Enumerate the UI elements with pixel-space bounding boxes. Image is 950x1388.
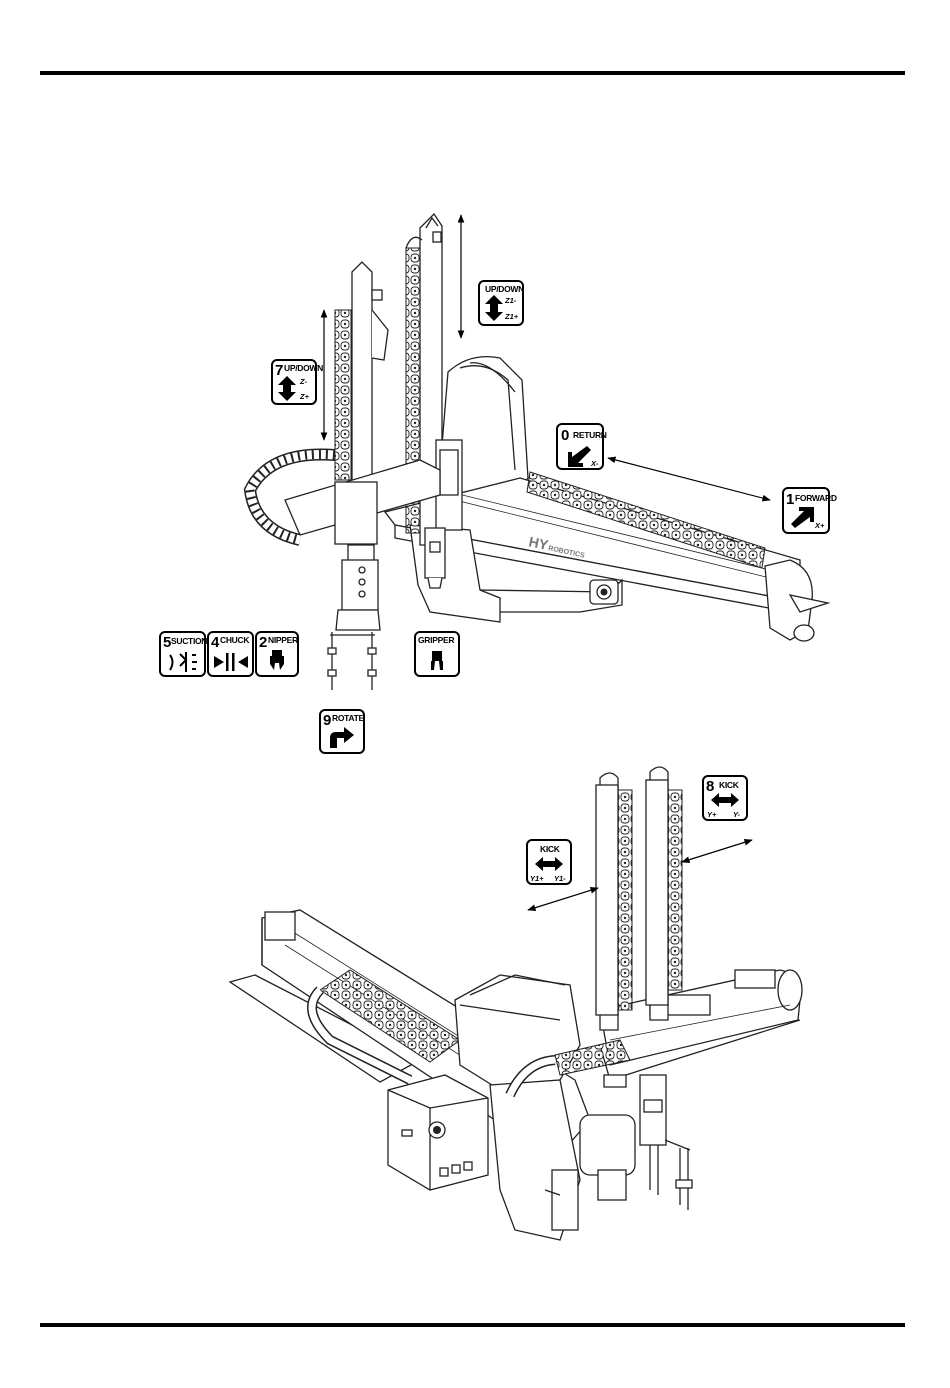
key-return-number: 0 [561, 427, 569, 444]
key-updown-z-number: 7 [275, 362, 283, 379]
y1-motion-arrow [528, 888, 598, 910]
key-updown-z1-axis-top: Z1- [504, 296, 517, 305]
key-suction: 5 SUCTION [160, 632, 207, 676]
key-nipper-number: 2 [259, 634, 267, 651]
x-motion-arrow [608, 458, 770, 500]
key-gripper: GRIPPER [415, 632, 459, 676]
key-chuck-number: 4 [211, 634, 220, 651]
upper-z-drag-chain [335, 310, 351, 480]
key-chuck-label: CHUCK [220, 635, 250, 645]
key-nipper-label: NIPPER [268, 635, 298, 645]
key-chuck: 4 CHUCK [208, 632, 253, 676]
key-updown-z: 7 UP/DOWN Z- Z+ [272, 360, 323, 404]
key-kick-y1-axis-left: Y1+ [530, 874, 544, 883]
key-updown-z-label: UP/DOWN [284, 363, 323, 373]
upper-z-carriage [335, 482, 377, 544]
key-updown-z1-axis-bottom: Z1+ [504, 312, 519, 321]
y-motion-arrow [682, 840, 752, 862]
key-kick-y1: KICK Y1+ Y1- [527, 840, 571, 884]
key-forward-label: FORWARD [795, 493, 837, 503]
key-kick-y1-label: KICK [540, 844, 561, 854]
key-rotate: 9 ROTATE [320, 710, 365, 753]
key-return-label: RETURN [573, 430, 607, 440]
key-forward-number: 1 [786, 491, 794, 508]
key-forward-axis: X+ [814, 521, 825, 530]
key-kick-y-axis-left: Y+ [707, 810, 717, 819]
key-rotate-label: ROTATE [332, 713, 365, 723]
key-suction-label: SUCTION [171, 636, 207, 646]
key-updown-z-axis-top: Z- [299, 377, 308, 386]
key-updown-z-axis-bottom: Z+ [299, 392, 310, 401]
lower-right-column-chain [668, 790, 682, 990]
key-kick-y-label: KICK [719, 780, 740, 790]
key-kick-y1-axis-right: Y1- [554, 874, 566, 883]
key-kick-y: 8 KICK Y+ Y- [703, 776, 747, 820]
lower-robot-drawing [230, 767, 802, 1240]
key-forward-x: 1 FORWARD X+ [783, 488, 837, 533]
upper-robot-drawing: HY ROBOTICS [250, 214, 828, 690]
key-kick-y-axis-right: Y- [733, 810, 740, 819]
key-updown-z1: UP/DOWN Z1- Z1+ [479, 281, 524, 325]
key-return-x: 0 RETURN X- [557, 424, 607, 469]
upper-end-fixture [336, 610, 380, 630]
key-rotate-number: 9 [323, 712, 331, 729]
key-return-axis: X- [590, 459, 599, 468]
key-kick-y-number: 8 [706, 778, 714, 795]
lower-left-column-chain [618, 790, 632, 1010]
upper-gripper-tool [425, 528, 445, 578]
key-updown-z1-label: UP/DOWN [485, 284, 524, 294]
key-nipper: 2 NIPPER [256, 632, 298, 676]
key-gripper-label: GRIPPER [418, 635, 454, 645]
upper-z-column [352, 262, 372, 485]
